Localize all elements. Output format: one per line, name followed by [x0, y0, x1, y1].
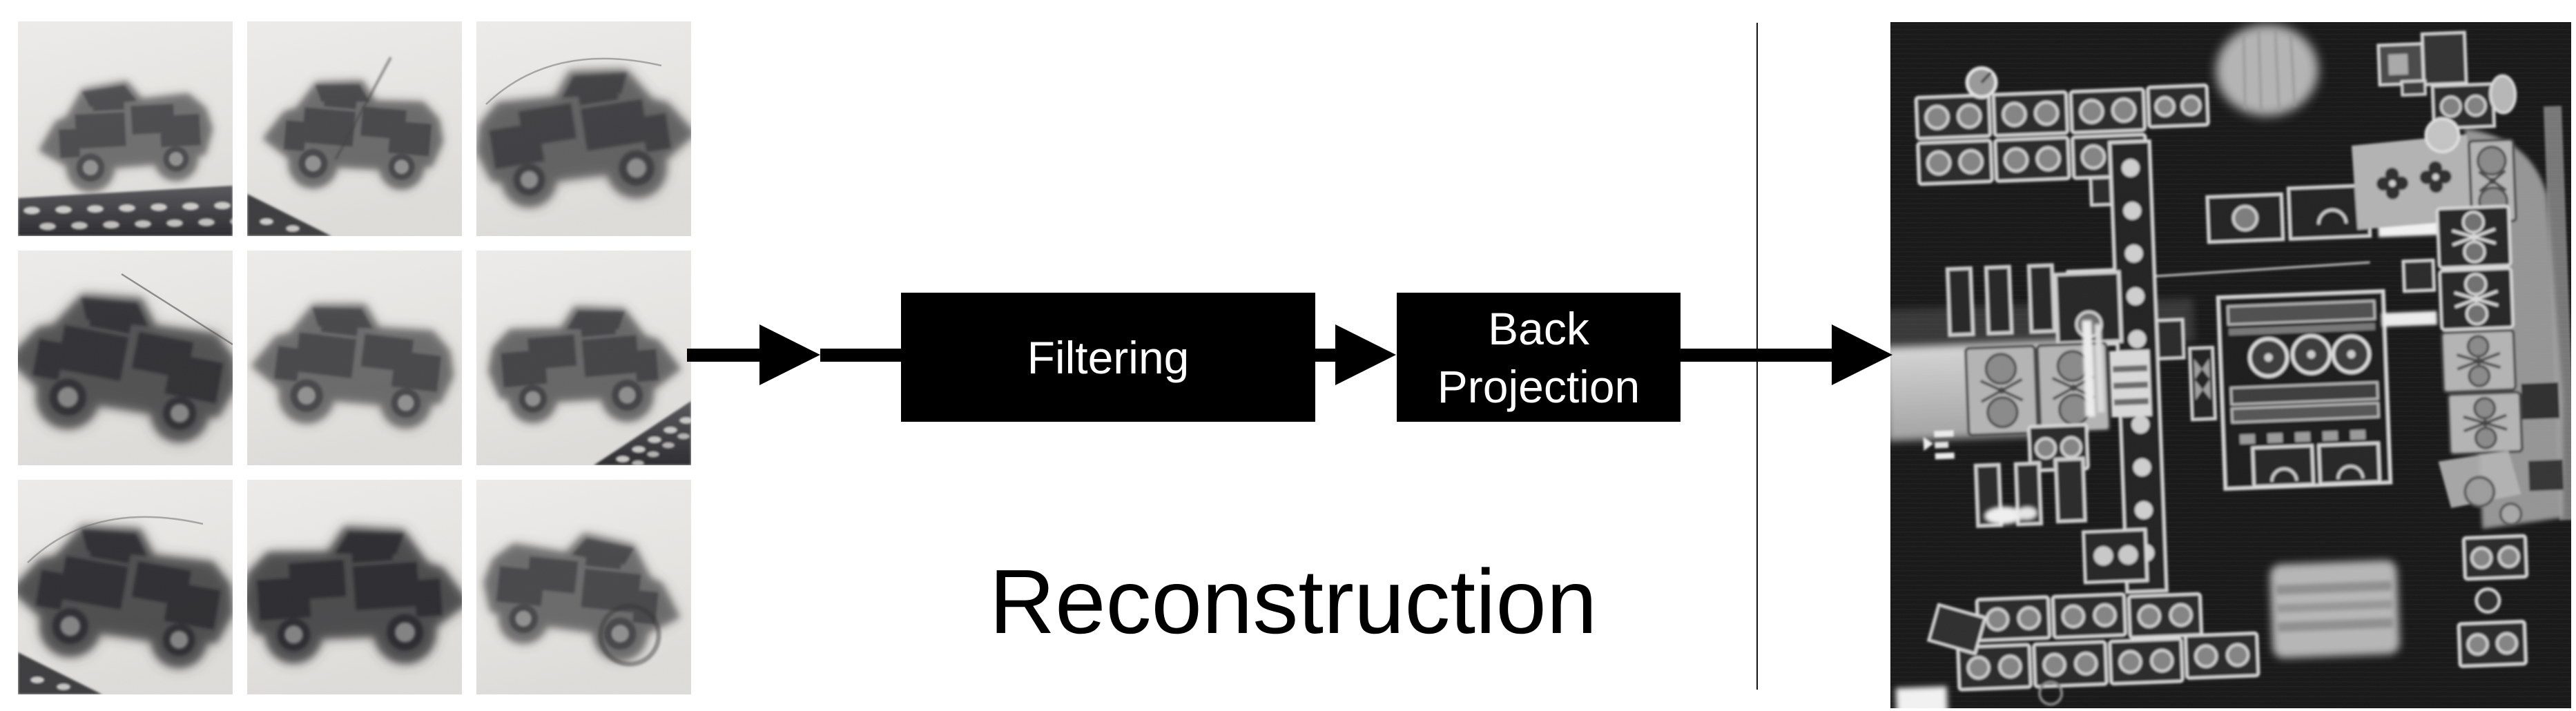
back-projection-label-line1: Back — [1488, 302, 1589, 354]
projection-image — [247, 480, 462, 694]
input-arrow-connector — [820, 349, 901, 362]
projection-image — [476, 21, 691, 236]
input-arrow-head-icon — [759, 324, 820, 385]
projection-image — [18, 480, 233, 694]
projection-image — [247, 251, 462, 465]
output-arrow-shaft — [1681, 349, 1832, 362]
projection-grid — [18, 21, 691, 694]
back-projection-label-line2: Projection — [1437, 360, 1640, 412]
mid-arrow-shaft — [1315, 349, 1335, 362]
output-arrow-head-icon — [1832, 324, 1892, 385]
input-arrow-shaft — [687, 349, 759, 362]
back-projection-box: Back Projection — [1397, 293, 1681, 422]
projection-image — [247, 21, 462, 236]
mid-arrow-head-icon — [1335, 324, 1396, 385]
reconstruction-image — [1890, 22, 2571, 708]
filtering-box: Filtering — [901, 293, 1315, 422]
projection-image — [18, 21, 233, 236]
filtering-label: Filtering — [1027, 331, 1190, 383]
reconstruction-caption: Reconstruction — [989, 551, 1598, 652]
projection-image — [476, 251, 691, 465]
projection-image — [476, 480, 691, 694]
projection-image — [18, 251, 233, 465]
